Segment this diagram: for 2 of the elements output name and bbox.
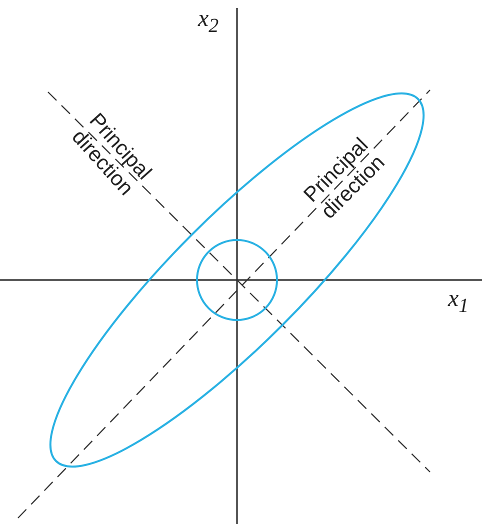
axis-label: x$_{1}$ — [448, 286, 469, 318]
axis-label: x$_{2}$ — [198, 6, 219, 38]
